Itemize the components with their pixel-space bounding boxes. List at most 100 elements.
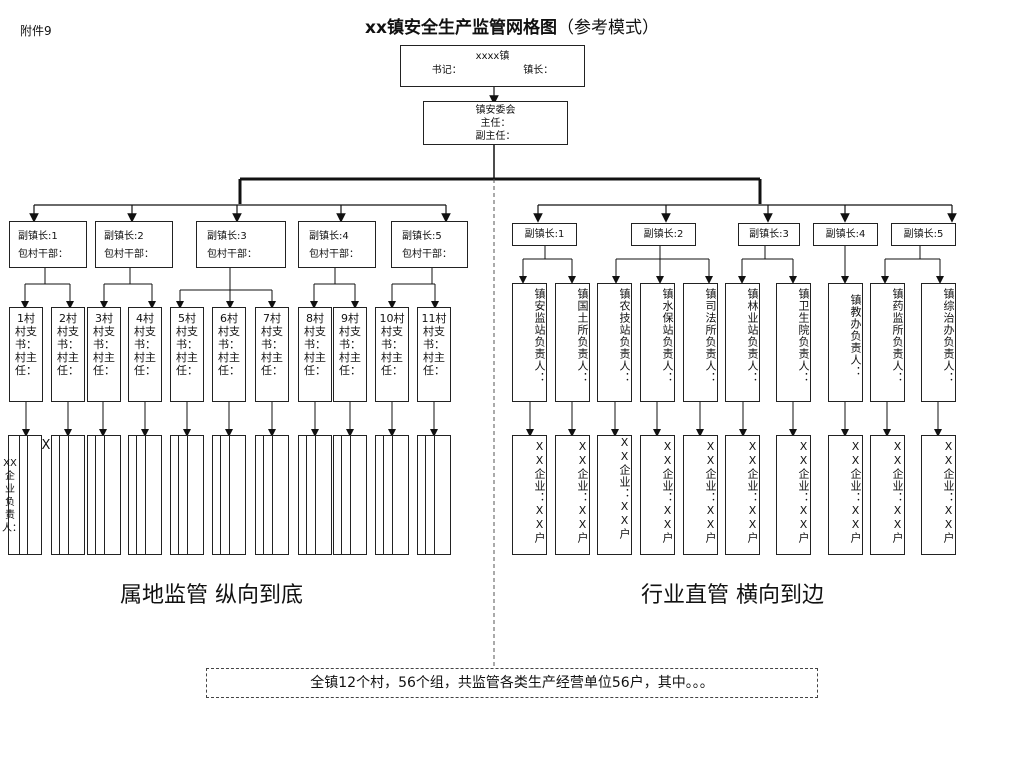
- enterprise-label: XX企业：XX户: [533, 440, 546, 544]
- village-line: 书：: [218, 338, 240, 351]
- enterprise-label: XX企业：XX户: [576, 440, 589, 544]
- village-line: 任：: [57, 364, 79, 377]
- station-label: 镇水保站负责人：: [661, 288, 674, 384]
- village-name: 11村: [421, 312, 447, 325]
- village-line: 村支: [176, 325, 198, 338]
- enterprise-label: XX企业：XX户: [618, 436, 631, 540]
- enterprise-label: XX企业：XX户: [661, 440, 674, 544]
- slogan-industry: 行业直管 横向到边: [641, 583, 824, 608]
- village-name: 6村: [220, 312, 238, 325]
- left-enterprise-group-10: [375, 435, 409, 555]
- mayor-label: 镇长：: [523, 65, 554, 76]
- town-name: xxxx镇: [475, 51, 510, 62]
- enterprise-card: [68, 435, 85, 555]
- village-line: 任：: [15, 364, 37, 377]
- enterprise-text-line: 负: [5, 497, 15, 508]
- village-line: 书：: [15, 338, 37, 351]
- enterprise-2: XX企业：XX户: [555, 435, 590, 555]
- left-deputy-4: 副镇长:4 包村干部：: [298, 221, 376, 268]
- enterprise-text-line: 人：: [2, 523, 18, 534]
- enterprise-text-line: 业: [5, 484, 15, 495]
- enterprise-card: [434, 435, 451, 555]
- village-line: 书：: [176, 338, 198, 351]
- village-1: 1村村支书：村主任：: [9, 307, 43, 402]
- village-line: 村支: [304, 325, 326, 338]
- enterprise-text-line: 企: [5, 471, 15, 482]
- left-enterprise-group-9: [333, 435, 367, 555]
- deputy-sub: 包村干部：: [18, 249, 68, 260]
- left-enterprise-group-3: [87, 435, 121, 555]
- village-line: 村主: [339, 351, 361, 364]
- village-line: 村支: [15, 325, 37, 338]
- village-name: 1村: [17, 312, 35, 325]
- right-deputy-3: 副镇长:3: [738, 223, 800, 246]
- village-line: 村支: [218, 325, 240, 338]
- enterprise-card: [27, 435, 42, 555]
- deputy-sub: 包村干部：: [309, 249, 359, 260]
- village-line: 书：: [381, 338, 403, 351]
- village-line: 村主: [57, 351, 79, 364]
- village-8: 8村村支书：村主任：: [298, 307, 332, 402]
- left-enterprise-group-4: [128, 435, 162, 555]
- deputy-sub: 包村干部：: [207, 249, 257, 260]
- secretary-label: 书记：: [431, 65, 462, 76]
- station-label: 镇综治办负责人：: [942, 288, 955, 384]
- village-line: 村支: [57, 325, 79, 338]
- village-line: 任：: [134, 364, 156, 377]
- enterprise-label: XX企业：XX户: [849, 440, 862, 544]
- enterprise-label: XX企业：XX户: [704, 440, 717, 544]
- enterprise-5: XX企业：XX户: [683, 435, 718, 555]
- village-line: 书：: [57, 338, 79, 351]
- deputy-title: 副镇长:4: [309, 231, 349, 242]
- enterprise-label: XX企业：XX户: [746, 440, 759, 544]
- enterprise-card: [145, 435, 162, 555]
- village-4: 4村村支书：村主任：: [128, 307, 162, 402]
- station-2: 镇国土所负责人：: [555, 283, 590, 402]
- station-6: 镇林业站负责人：: [725, 283, 760, 402]
- right-deputy-4: 副镇长:4: [813, 223, 878, 246]
- station-label: 镇国土所负责人：: [576, 288, 589, 384]
- left-enterprise-group-5: [170, 435, 204, 555]
- enterprise-card: [272, 435, 289, 555]
- village-line: 任：: [339, 364, 361, 377]
- village-line: 村支: [261, 325, 283, 338]
- deputy-sub: 包村干部：: [402, 249, 452, 260]
- village-11: 11村村支书：村主任：: [417, 307, 451, 402]
- village-line: 村主: [304, 351, 326, 364]
- village-line: 任：: [304, 364, 326, 377]
- enterprise-card: [350, 435, 367, 555]
- left-enterprise-group-7: [255, 435, 289, 555]
- enterprise-x-mark: X: [41, 438, 51, 453]
- enterprise-10: XX企业：XX户: [921, 435, 956, 555]
- enterprise-card: [315, 435, 332, 555]
- station-9: 镇药监所负责人：: [870, 283, 905, 402]
- left-enterprise-group-2: [51, 435, 85, 555]
- station-label: 镇林业站负责人：: [746, 288, 759, 384]
- enterprise-3: XX企业：XX户: [597, 435, 632, 555]
- enterprise-7: XX企业：XX户: [776, 435, 811, 555]
- village-line: 任：: [381, 364, 403, 377]
- right-deputy-2: 副镇长:2: [631, 223, 696, 246]
- committee-deputy-director: 副主任：: [475, 131, 516, 142]
- village-line: 村支: [93, 325, 115, 338]
- village-line: 书：: [93, 338, 115, 351]
- station-5: 镇司法所负责人：: [683, 283, 718, 402]
- village-3: 3村村支书：村主任：: [87, 307, 121, 402]
- right-deputy-5: 副镇长:5: [891, 223, 956, 246]
- enterprise-card: [104, 435, 121, 555]
- station-4: 镇水保站负责人：: [640, 283, 675, 402]
- village-name: 9村: [341, 312, 359, 325]
- enterprise-6: XX企业：XX户: [725, 435, 760, 555]
- station-label: 镇教办负责人：: [849, 294, 862, 378]
- village-line: 村支: [423, 325, 445, 338]
- station-label: 镇司法所负责人：: [704, 288, 717, 384]
- deputy-title: 副镇长:2: [104, 231, 144, 242]
- enterprise-card: [229, 435, 246, 555]
- station-3: 镇农技站负责人：: [597, 283, 632, 402]
- village-9: 9村村支书：村主任：: [333, 307, 367, 402]
- village-name: 7村: [263, 312, 281, 325]
